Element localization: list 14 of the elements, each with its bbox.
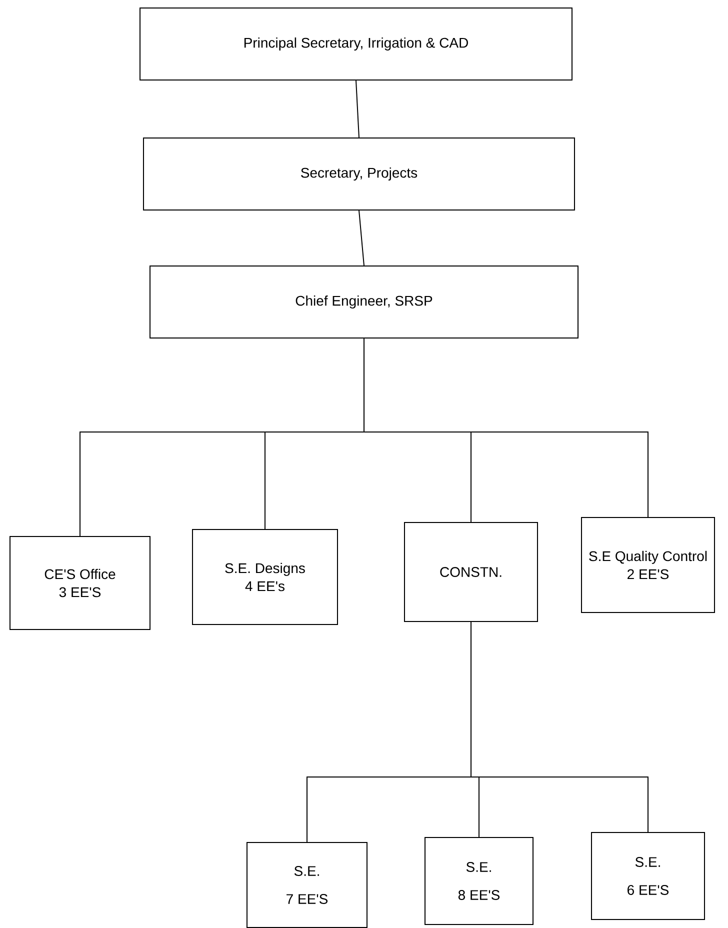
org-box: S.E. 6 EE'S [591, 832, 705, 920]
connector-line [358, 210, 364, 266]
org-box: Secretary, Projects [143, 138, 575, 210]
org-box: Principal Secretary, Irrigation & CAD [140, 8, 572, 80]
org-box: S.E Quality Control 2 EE'S [581, 517, 715, 613]
org-box: S.E. Designs 4 EE's [192, 529, 338, 625]
org-box: Chief Engineer, SRSP [150, 266, 578, 338]
org-box: CONSTN. [404, 522, 538, 622]
org-box: S.E. 7 EE'S [246, 842, 368, 928]
connector-line [364, 338, 648, 518]
connector-line [356, 80, 360, 138]
org-box: S.E. 8 EE'S [424, 837, 534, 925]
org-box: CE'S Office 3 EE'S [10, 536, 150, 630]
connector-line [470, 622, 648, 832]
